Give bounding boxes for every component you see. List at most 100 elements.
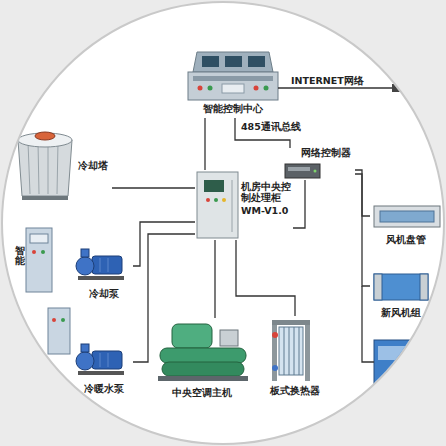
tower-body [18,140,72,196]
device-node: 板式换热器 [266,316,324,400]
device-label: 板式换热器 [270,386,320,397]
console-button [264,86,269,91]
exchanger-port [272,365,278,371]
pump-outlet [81,249,89,257]
bus-label: 485通讯总线 [240,122,302,133]
chiller-base [158,376,248,381]
plate-line [299,327,300,375]
console-screen [225,56,242,67]
console-keyboard [222,84,244,93]
tower-fan [35,132,55,140]
fresh-air-unit [374,274,428,300]
cabinet-lamp [41,250,45,254]
controller-led [314,170,317,173]
console-screen [248,56,265,67]
cabinet-door-edge [232,180,233,232]
chiller-shell [162,362,244,376]
device-label: 风机盘管 [386,235,426,246]
connector-line [133,234,195,362]
cabinet-body [197,172,238,238]
internet-device [392,84,408,92]
connector-line [355,174,370,286]
branch-line [362,286,374,362]
device-node: 智能控制中心 [185,48,280,118]
plate-line [284,327,285,375]
device-label: 冷却泵 [89,289,119,300]
pump-base [78,276,124,280]
tower-fin [48,142,49,194]
motor-fin [100,353,101,367]
fan-coil-unit [374,206,440,227]
connector-line [214,240,215,318]
motor-fin [100,258,101,272]
plate-line [294,327,295,375]
device-label: 中央空调主机 [172,388,232,399]
device-label: 网络控制器 [301,148,351,159]
internet-line [278,87,396,88]
console-strip [193,76,273,81]
chiller-panel [220,330,238,346]
console-button [254,86,259,91]
cabinet-lamp [32,250,36,254]
unit-panel [378,346,408,360]
pump-casing [76,257,94,275]
exchanger-plates [279,327,303,375]
device-node: 中央空调主机 [150,318,254,402]
device-node: 冷暖水泵 [75,340,133,398]
cabinet-screen [204,180,224,192]
cabinet-lamp [61,318,65,322]
console-button [198,86,203,91]
connector-line [293,180,305,228]
tower-fin [28,142,30,194]
pump-cabinet [48,308,70,354]
tower-base [22,196,68,200]
device-label: 机房中央控制处理柜 [241,182,291,204]
cabinet-panel [30,234,48,243]
exchanger-post [272,325,277,381]
device-node: 新风机组 [370,270,432,322]
air-handler-unit [374,340,412,394]
pump-outlet [81,344,89,352]
pump-motor [92,351,122,369]
device-node: 网络控制器 [283,148,355,180]
network-label: INTERNET网络 [290,76,365,87]
motor-fin [108,258,109,272]
cabinet-label: 智能 [15,246,25,267]
tower-top [18,133,72,147]
motor-fin [108,353,109,367]
cabinet-lamp [222,198,226,202]
exchanger-bar [272,320,310,325]
cabinet-lamp [214,198,218,202]
console-panel [193,52,273,72]
tower-fin [57,142,58,194]
device-node: 机房中央控制处理柜 WM-V1.0 [195,170,293,240]
devices [18,52,440,394]
pump-base [78,371,124,375]
pump-casing [76,352,94,370]
device-label: 智能控制中心 [203,104,263,115]
fan-coil-grille [380,211,434,222]
cabinet-lamp [52,318,56,322]
device-label: WM-V1.0 [241,206,288,217]
console-button [208,86,213,91]
device-label: 新风机组 [381,308,421,319]
connector-line [204,118,205,170]
console-screen [202,56,219,67]
device-label: 冷却塔 [78,161,108,172]
device-node: 风机盘管 [370,202,442,250]
pump-motor [92,256,122,274]
cabinet-lamp [206,198,210,202]
device-node: 冷却塔 [12,125,112,203]
exchanger-port [272,332,278,338]
device-label: 冷暖水泵 [84,384,124,395]
plate-line [289,327,290,375]
controller-face [288,167,310,171]
unit-end [374,274,382,300]
connector-line [236,240,295,316]
pump-cabinet [26,228,52,292]
chiller-shell [160,348,246,363]
